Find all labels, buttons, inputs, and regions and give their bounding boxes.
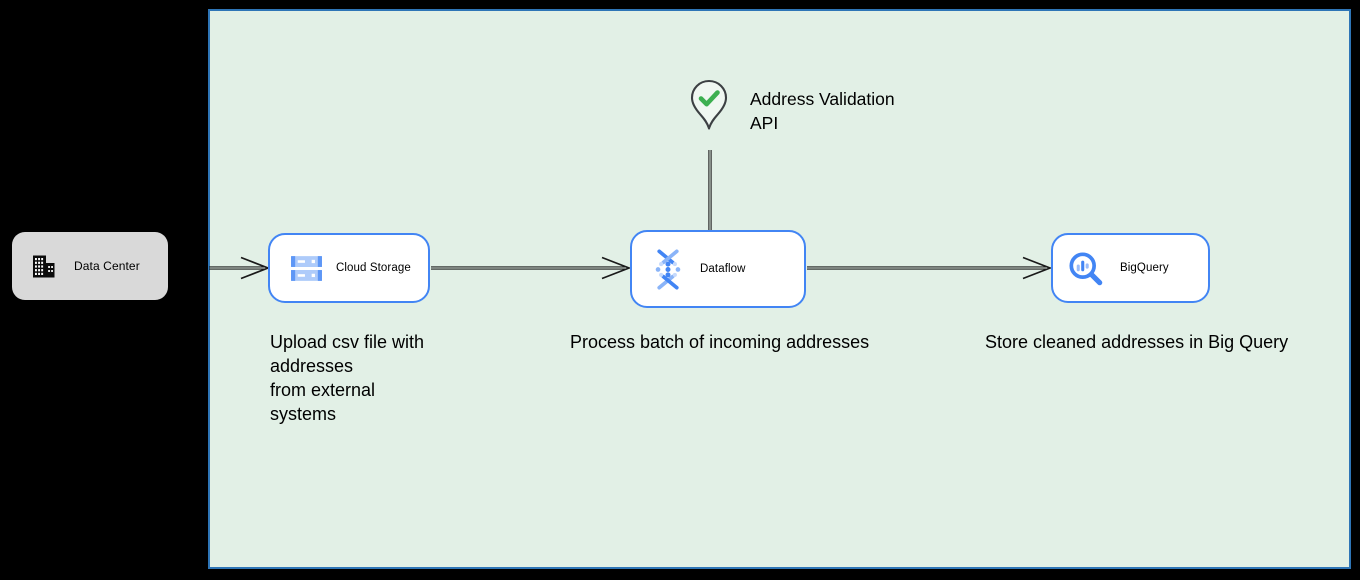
node-bigquery: BigQuery [1051,233,1210,303]
bigquery-label: BigQuery [1120,262,1169,274]
bigquery-note: Store cleaned addresses in Big Query [985,332,1289,352]
cloud-storage-label: Cloud Storage [336,262,411,274]
bigquery-magnifier-chart-icon [1069,251,1103,285]
dataflow-label: Dataflow [700,263,746,275]
node-dataflow: Dataflow [630,230,806,308]
data-center-label: Data Center [74,259,140,273]
node-cloud-storage: Cloud Storage [268,233,430,303]
node-data-center: Data Center [12,232,168,300]
dataflow-icon [655,249,681,289]
cloud-storage-icon [291,255,322,281]
cloud-storage-note: Upload csv file with addresses from exte… [270,332,425,424]
dataflow-note: Process batch of incoming addresses [570,332,870,352]
building-icon [33,255,55,277]
address-validation-api-label: Address Validation API [750,89,895,133]
map-pin-check-icon [690,79,728,130]
